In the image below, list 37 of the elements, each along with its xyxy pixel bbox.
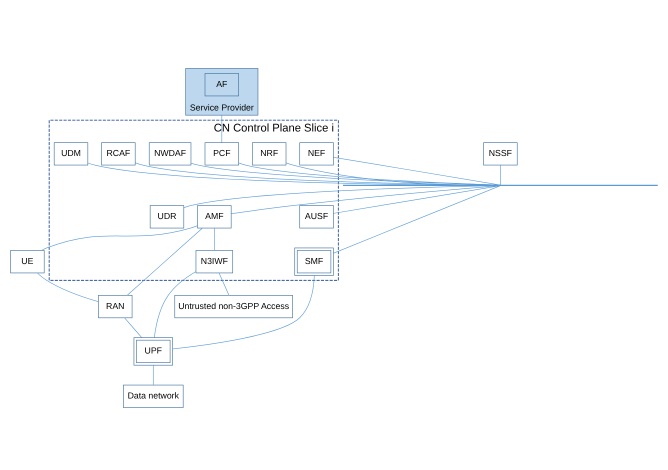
connector (152, 364, 154, 385)
connector (135, 162, 501, 185)
connector (500, 164, 501, 185)
node-box: SMF (294, 247, 334, 276)
node-box: UPF (134, 336, 173, 365)
connector (190, 162, 501, 185)
connector (214, 227, 215, 250)
node-box: NEF (299, 142, 334, 165)
node-box: NSSF (483, 142, 518, 165)
node-box: RAN (98, 294, 132, 318)
connector (333, 184, 501, 214)
node-box: UE (10, 250, 45, 273)
node-box: RCAF (101, 142, 136, 165)
node-box: AF (204, 72, 239, 96)
node-bar (343, 184, 658, 186)
connector (333, 156, 501, 185)
node-box: AUSF (299, 204, 334, 228)
node-box: PCF (204, 142, 239, 165)
connector (238, 162, 501, 185)
connector (124, 317, 142, 338)
connector (41, 224, 198, 250)
connector (231, 184, 501, 214)
connector (37, 272, 99, 302)
node-box: NRF (252, 142, 286, 165)
node-box: UDR (150, 204, 184, 228)
node-box: UDM (54, 142, 88, 165)
connector (126, 227, 203, 296)
connector (218, 272, 230, 296)
connector (333, 184, 501, 253)
connector (172, 274, 315, 349)
connector (286, 162, 462, 185)
node-box: NWDAF (148, 142, 192, 165)
connector (154, 270, 196, 338)
node-box: AMF (197, 204, 232, 228)
node-box: Untrusted non-3GPP Access (174, 294, 293, 318)
node-box: Data network (123, 384, 184, 408)
node-box: N3IWF (196, 250, 234, 273)
